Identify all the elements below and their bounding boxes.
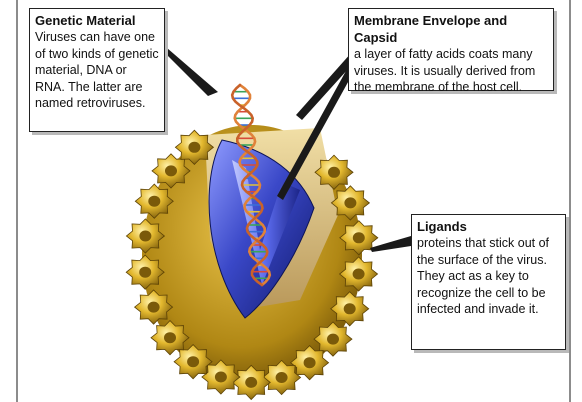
ligands-callout: Ligands proteins that stick out of the s… [411,214,566,350]
ligand-knob [126,255,164,289]
ligands-text: proteins that stick out of the surface o… [417,235,560,318]
membrane-envelope-callout: Membrane Envelope and Capsid a layer of … [348,8,554,91]
ligand-knob [126,219,164,253]
ligand-knob [340,257,378,291]
ligand-knob [315,155,353,189]
ligand-knob [135,290,173,324]
ligand-knob [263,360,301,394]
ligands-title: Ligands [417,218,560,235]
ligand-knob [151,321,189,355]
ligand-knob [331,292,369,326]
membrane-envelope-text: a layer of fatty acids coats many viruse… [354,46,548,96]
ligand-knob [232,365,270,399]
ligand-knob [175,130,213,164]
genetic-material-pointer [160,48,218,96]
genetic-material-text: Viruses can have one of two kinds of gen… [35,29,159,112]
ligand-knob [135,184,173,218]
genetic-material-title: Genetic Material [35,12,159,29]
membrane-envelope-title: Membrane Envelope and Capsid [354,12,548,46]
ligand-knob [331,186,369,220]
genetic-material-callout: Genetic Material Viruses can have one of… [29,8,165,132]
